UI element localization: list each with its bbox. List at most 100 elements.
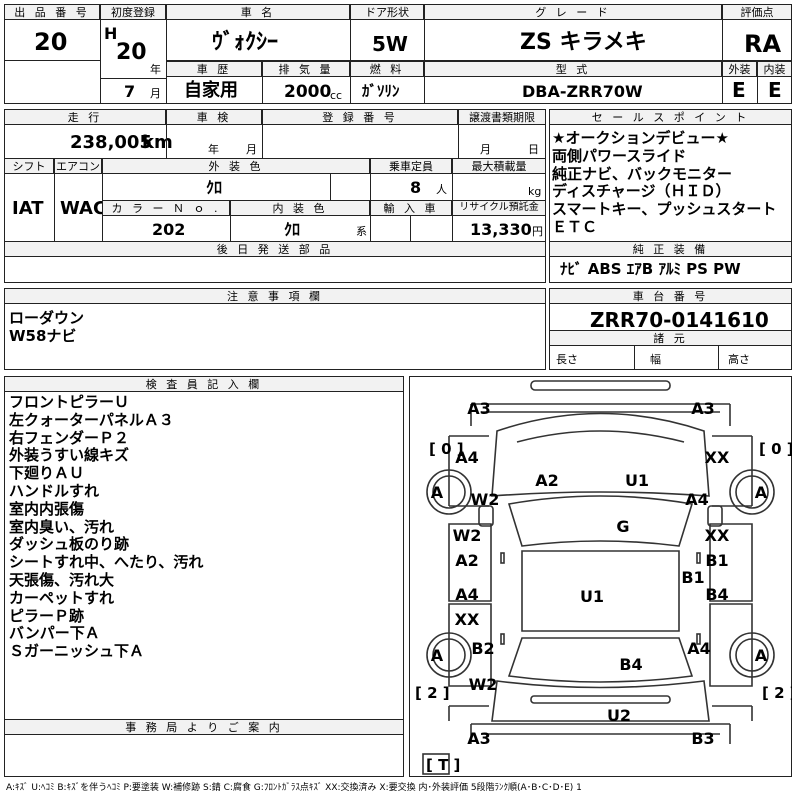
damage-mark: U2 xyxy=(607,706,631,725)
shift: IAT xyxy=(12,198,44,219)
inspector-line: シートすれ中、へたり、汚れ xyxy=(9,553,204,572)
inspector-line: 室内内張傷 xyxy=(9,499,85,518)
damage-mark: A xyxy=(431,646,444,665)
score-label: 評価点 xyxy=(722,4,792,20)
sales-point: 純正ナビ、バックモニター xyxy=(552,164,733,183)
sales-point: ＥＴＣ xyxy=(552,217,598,236)
damage-mark: A4 xyxy=(455,585,479,604)
damage-mark: W2 xyxy=(469,675,498,694)
wheels xyxy=(426,469,775,678)
interior-score: E xyxy=(768,78,782,102)
sales-point: 両側パワースライド xyxy=(552,146,687,165)
damage-mark: A3 xyxy=(467,729,491,748)
mileage-label: 走 行 xyxy=(4,109,166,125)
damage-mark: B4 xyxy=(619,655,642,674)
inspector-line: 室内臭い、汚れ xyxy=(9,517,115,536)
capacity: 8 xyxy=(410,178,422,197)
max-load-unit: kg xyxy=(528,185,542,198)
damage-mark: A xyxy=(755,483,768,502)
notes-list: ローダウン W58ナビ xyxy=(9,309,85,346)
transfer-month-unit: 月 xyxy=(480,143,491,156)
door-type: 5W xyxy=(372,32,408,56)
recycle-unit: 円 xyxy=(532,225,543,238)
displacement: 2000 xyxy=(284,82,332,102)
inspection-month-unit: 月 xyxy=(246,143,257,156)
damage-mark: A xyxy=(431,483,444,502)
month-unit: 月 xyxy=(150,87,161,100)
damage-mark: A xyxy=(755,646,768,665)
ext-color-label: 外 装 色 xyxy=(102,158,370,174)
sales-points-list: ★オークションデビュー★ 両側パワースライド 純正ナビ、バックモニター ディスチ… xyxy=(552,129,776,237)
damage-mark: A2 xyxy=(535,471,559,490)
inspector-line: 下廻りＡＵ xyxy=(9,464,85,483)
sales-points-label: セ ー ル ス ポ イ ン ト xyxy=(549,109,792,125)
model-label: 型 式 xyxy=(424,61,722,77)
inspector-line: 天張傷、汚れ大 xyxy=(9,570,115,589)
chassis-label: 車 台 番 号 xyxy=(549,288,792,304)
damage-mark: XX xyxy=(705,448,730,467)
inspection-label: 車 検 xyxy=(166,109,262,125)
equipment-label: 純 正 装 備 xyxy=(549,241,792,257)
tire-tread-mark: [ T ] xyxy=(426,756,460,774)
air-conditioner: WAC xyxy=(60,198,107,219)
sales-point: ★オークションデビュー★ xyxy=(552,129,729,147)
damage-legend: A:ｷｽﾞ U:ﾍｺﾐ B:ｷｽﾞを伴うﾍｺﾐ P:要塗装 W:補修跡 S:錆 … xyxy=(6,783,582,793)
year-unit: 年 xyxy=(150,63,161,76)
damage-mark: U1 xyxy=(625,471,649,490)
office-label: 事 務 局 よ り ご 案 内 xyxy=(4,719,404,735)
damage-mark: B1 xyxy=(681,568,704,587)
inspector-line: フロントピラーＵ xyxy=(9,393,130,411)
damage-mark: U1 xyxy=(580,587,604,606)
damage-mark: XX xyxy=(455,610,480,629)
capacity-label: 乗車定員 xyxy=(370,158,452,174)
damage-mark: A4 xyxy=(687,639,711,658)
lot-number: 20 xyxy=(34,28,68,56)
recycle-label: リサイクル預託金 xyxy=(452,200,546,216)
overall-score: RA xyxy=(744,30,782,58)
inspector-line: ピラーＰ跡 xyxy=(9,606,85,625)
tire-tread-mark: [ 0 ] xyxy=(429,440,464,458)
exterior-label: 外装 xyxy=(722,61,757,77)
damage-mark: W2 xyxy=(471,490,500,509)
damage-mark: A4 xyxy=(455,448,479,467)
import-label: 輸 入 車 xyxy=(370,200,452,216)
transfer-label: 譲渡書類期限 xyxy=(458,109,546,125)
height-label: 高さ xyxy=(728,353,750,366)
mileage-unit: km xyxy=(142,132,173,153)
reg-no-label: 登 録 番 号 xyxy=(262,109,458,125)
inspector-line: ダッシュ板のり跡 xyxy=(9,535,130,554)
displacement-label: 排 気 量 xyxy=(262,61,350,77)
color-number: 202 xyxy=(152,220,186,239)
reg-month: 7 xyxy=(124,82,136,101)
damage-mark: B4 xyxy=(705,585,728,604)
inspector-line: ハンドルすれ xyxy=(9,481,100,500)
inspector-line: バンパー下Ａ xyxy=(9,624,100,643)
damage-mark: W2 xyxy=(453,526,482,545)
int-color-label: 内 装 色 xyxy=(230,200,370,216)
mileage: 238,005 xyxy=(70,132,152,153)
era: H xyxy=(104,24,118,43)
note-line: ローダウン xyxy=(9,309,85,327)
note-line: W58ナビ xyxy=(9,326,77,345)
exterior-color: ｸﾛ xyxy=(206,178,223,197)
door-label: ドア形状 xyxy=(350,4,424,20)
exterior-score: E xyxy=(732,78,746,102)
tire-tread-mark: [ 2 ] xyxy=(415,684,450,702)
chassis-number: ZRR70-0141610 xyxy=(590,308,769,332)
max-load-label: 最大積載量 xyxy=(452,158,546,174)
fuel-label: 燃 料 xyxy=(350,61,424,77)
car-name: ｳﾞｫｸｼｰ xyxy=(212,30,279,55)
inspection-year-unit: 年 xyxy=(208,143,219,156)
inspector-line: カーペットすれ xyxy=(9,588,115,607)
later-parts-label: 後 日 発 送 部 品 xyxy=(4,241,546,257)
inspector-list: フロントピラーＵ 左クォーターパネルＡ３ 右フェンダーＰ２ 外装うすい線キズ 下… xyxy=(9,393,204,661)
inspector-line: Ｓガーニッシュ下Ａ xyxy=(9,642,145,661)
diagram-block xyxy=(409,376,792,777)
fuel: ｶﾞｿﾘﾝ xyxy=(362,82,400,100)
spec-label: 諸 元 xyxy=(549,330,792,346)
tire-tread-mark: [ 0 ] xyxy=(759,440,792,458)
car-history: 自家用 xyxy=(184,80,238,101)
lot-label: 出 品 番 号 xyxy=(4,4,100,20)
damage-mark: B3 xyxy=(691,729,714,748)
